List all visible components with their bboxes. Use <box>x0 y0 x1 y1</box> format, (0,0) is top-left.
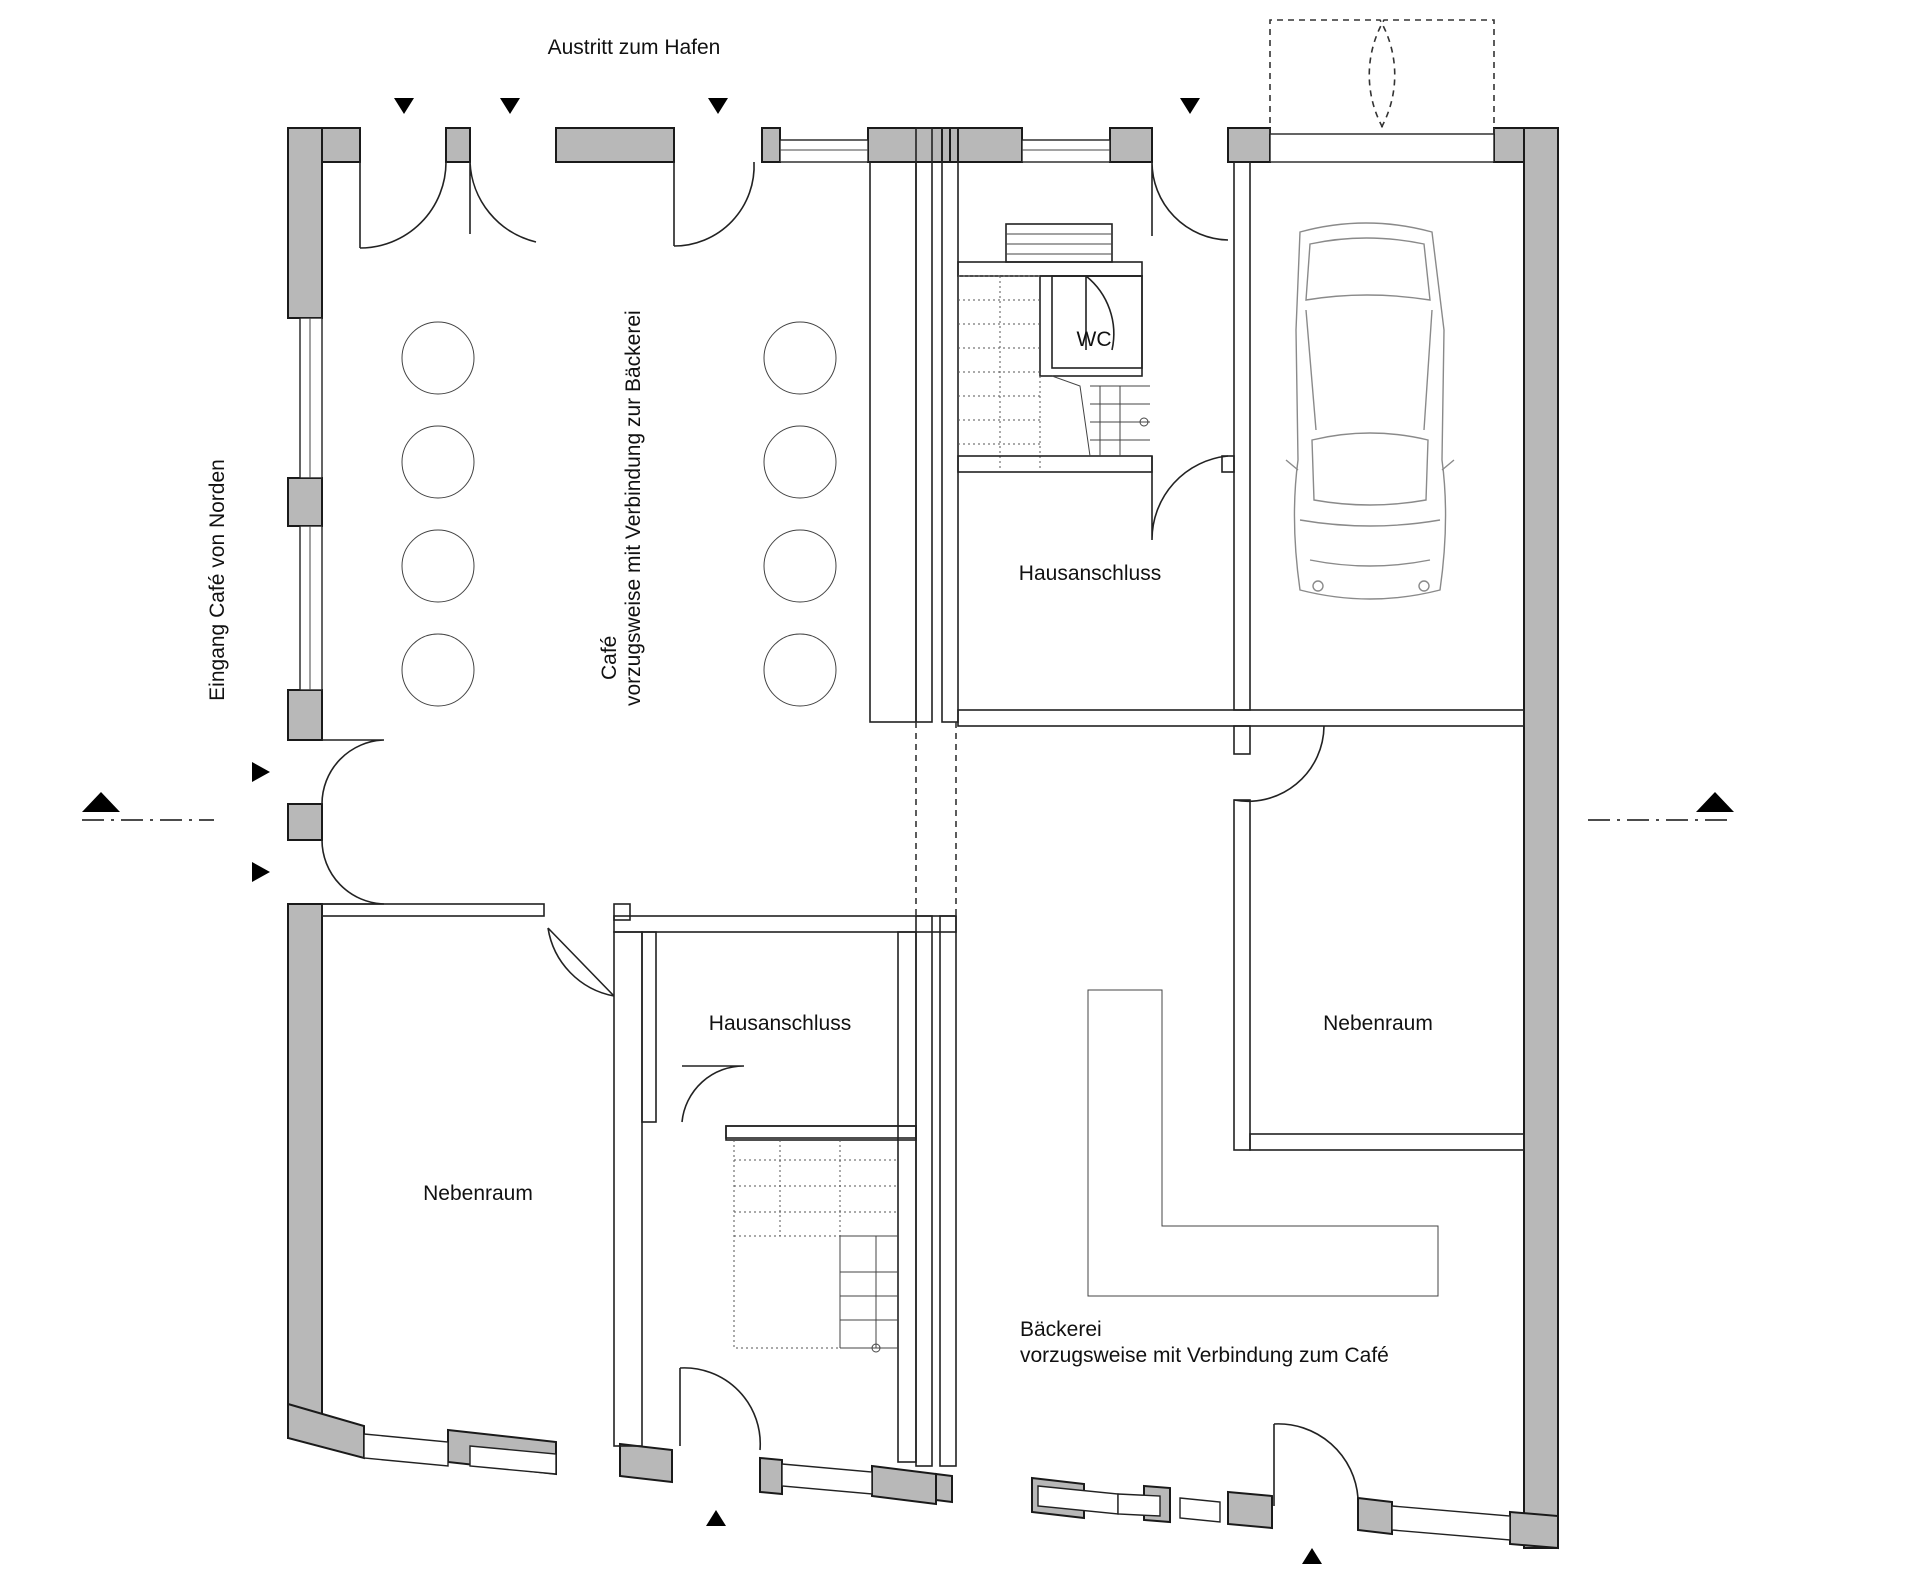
round-table-icon <box>401 425 475 499</box>
bakery-counter <box>1087 989 1439 1297</box>
triangle-marker <box>500 98 520 114</box>
hausanschluss-upper-label: Hausanschluss <box>1019 562 1161 585</box>
baeckerei-title: Bäckerei <box>1020 1318 1102 1341</box>
round-table-icon <box>763 321 837 395</box>
triangle-marker <box>252 862 270 882</box>
top-exit-label: Austritt zum Hafen <box>548 36 721 59</box>
round-table-icon <box>401 633 475 707</box>
cafe-title: Café <box>598 636 621 680</box>
section-cut-marker <box>82 792 120 812</box>
round-table-icon <box>763 425 837 499</box>
stairs-upper <box>957 223 1153 473</box>
nebenraum-right-label: Nebenraum <box>1323 1012 1433 1035</box>
section-cut-marker <box>1696 792 1734 812</box>
windows <box>299 133 1511 1541</box>
labels: Austritt zum Hafen Eingang Café von Nord… <box>206 36 1433 1367</box>
entrance-markers <box>252 98 1322 1564</box>
north-entrance-label: Eingang Café von Norden <box>206 459 229 701</box>
triangle-marker <box>1302 1548 1322 1564</box>
triangle-marker <box>706 1510 726 1526</box>
nebenraum-left-label: Nebenraum <box>423 1182 533 1205</box>
wc-label: WC <box>1077 328 1112 351</box>
hausanschluss-lower-label: Hausanschluss <box>709 1012 851 1035</box>
triangle-marker <box>394 98 414 114</box>
round-table-icon <box>401 529 475 603</box>
triangle-marker <box>1180 98 1200 114</box>
round-table-icon <box>763 529 837 603</box>
walls <box>287 127 1559 1550</box>
stairs-lower <box>725 1125 917 1353</box>
cafe-subtitle: vorzugsweise mit Verbindung zur Bäckerei <box>622 310 645 706</box>
section-cut-markers <box>82 792 1734 821</box>
triangle-marker <box>708 98 728 114</box>
cafe-tables <box>401 321 837 707</box>
round-table-icon <box>763 633 837 707</box>
doors <box>321 19 1495 1506</box>
baeckerei-subtitle: vorzugsweise mit Verbindung zum Café <box>1020 1344 1389 1367</box>
round-table-icon <box>401 321 475 395</box>
car-icon <box>1285 222 1455 600</box>
triangle-marker <box>252 762 270 782</box>
